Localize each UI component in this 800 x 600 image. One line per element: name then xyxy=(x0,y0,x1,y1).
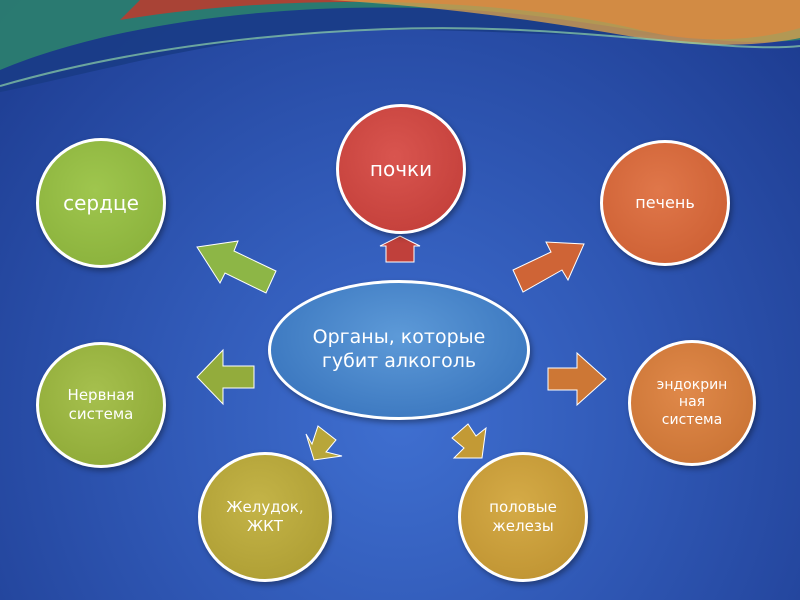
node-pechen-label: печень xyxy=(635,193,695,212)
node-serdce: сердце xyxy=(36,138,166,268)
arrow-to-zheludok xyxy=(305,425,343,461)
node-pechen: печень xyxy=(600,140,730,266)
top-wave-decoration xyxy=(0,0,800,92)
node-polovye: половые железы xyxy=(458,452,588,582)
arrow-to-serdce xyxy=(196,240,277,294)
center-node: Органы, которые губит алкоголь xyxy=(268,280,530,420)
node-nervnaya-label: Нервная система xyxy=(67,386,135,423)
node-endokrin-label: эндокрин ная система xyxy=(656,376,728,428)
arrow-to-polovye xyxy=(451,423,487,459)
node-serdce-label: сердце xyxy=(63,190,139,215)
node-endokrin: эндокрин ная система xyxy=(628,340,756,466)
node-polovye-label: половые железы xyxy=(489,498,557,535)
node-pochki: почки xyxy=(336,104,466,234)
node-nervnaya: Нервная система xyxy=(36,342,166,468)
node-pochki-label: почки xyxy=(369,156,433,181)
node-zheludok-label: Желудок, ЖКТ xyxy=(226,498,304,535)
arrow-up xyxy=(379,235,421,263)
arrow-to-pechen xyxy=(512,241,585,293)
center-label: Органы, которые губит алкоголь xyxy=(312,326,486,372)
node-zheludok: Желудок, ЖКТ xyxy=(198,452,332,582)
arrow-to-endokrin xyxy=(547,351,607,407)
arrow-to-nervnaya xyxy=(196,348,255,406)
